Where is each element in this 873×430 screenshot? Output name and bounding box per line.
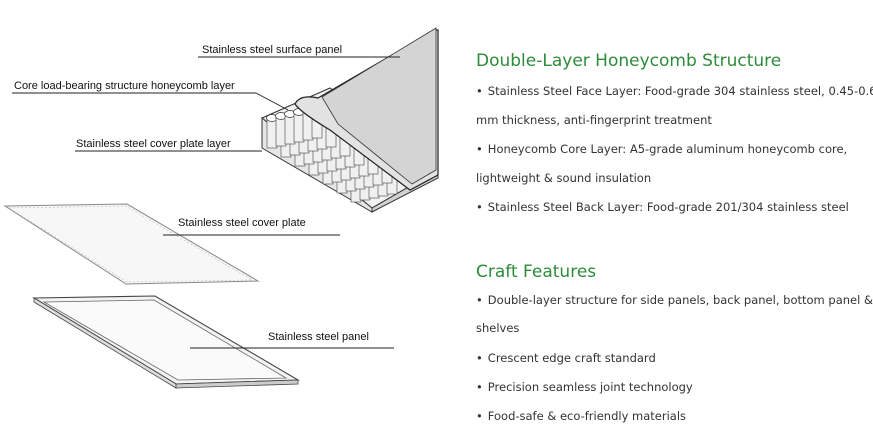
honeycomb-cell-tube <box>293 111 305 143</box>
structure-bullet-continued: mm thickness, anti-fingerprint treatment <box>476 113 712 127</box>
structure-bullet: •Stainless Steel Face Layer: Food-grade … <box>476 84 873 98</box>
leader-lines <box>12 56 400 349</box>
structure-bullet: •Honeycomb Core Layer: A5-grade aluminum… <box>476 142 848 156</box>
honeycomb-diagram: Stainless steel surface panel Core load-… <box>3 27 439 389</box>
structure-bullet-continued: lightweight & sound insulation <box>476 171 652 185</box>
label-cover-plate: Stainless steel cover plate <box>178 217 306 229</box>
honeycomb-cell-tube <box>284 113 296 145</box>
honeycomb-slab <box>261 27 439 213</box>
label-core-layer: Core load-bearing structure honeycomb la… <box>14 80 235 92</box>
label-surface-panel: Stainless steel surface panel <box>202 44 343 56</box>
structure-bullet: •Stainless Steel Back Layer: Food-grade … <box>476 200 849 214</box>
label-steel-panel: Stainless steel panel <box>268 331 369 343</box>
steel-panel-shape <box>32 295 300 389</box>
craft-heading: Craft Features <box>476 262 597 282</box>
structure-heading: Double-Layer Honeycomb Structure <box>476 51 782 71</box>
craft-bullet: •Crescent edge craft standard <box>476 351 656 365</box>
craft-bullet: •Precision seamless joint technology <box>476 380 693 394</box>
craft-bullet-continued: shelves <box>476 321 520 335</box>
craft-bullet: •Food-safe & eco-friendly materials <box>476 409 687 423</box>
label-cover-plate-layer: Stainless steel cover plate layer <box>76 138 231 150</box>
honeycomb-cell-tube <box>266 117 278 149</box>
honeycomb-illustration <box>3 27 439 389</box>
honeycomb-cell-tube <box>275 115 287 147</box>
cover-plate-shape <box>3 203 260 285</box>
craft-bullet: •Double-layer structure for side panels,… <box>476 293 873 307</box>
